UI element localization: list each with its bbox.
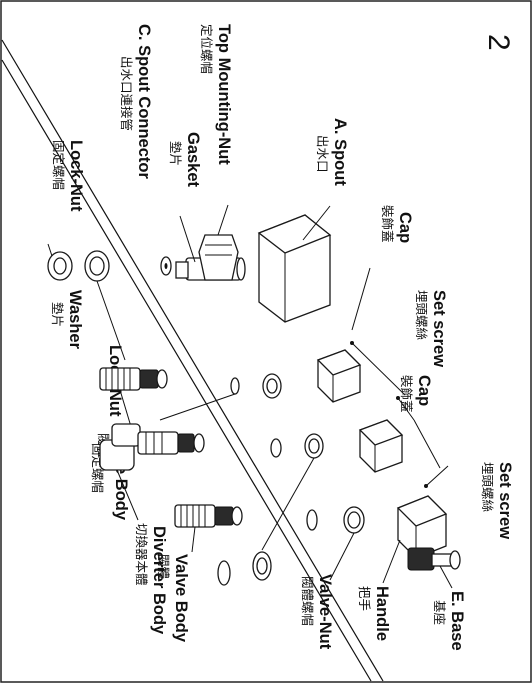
valve-body-2-part	[174, 504, 243, 553]
svg-text:切換器本體: 切換器本體	[134, 523, 149, 586]
spout-part	[257, 205, 332, 323]
svg-text:墊片: 墊片	[168, 141, 183, 166]
label-valve-body-2: Valve Body 閥體	[156, 554, 190, 643]
cap-cube-1	[316, 349, 362, 403]
svg-text:Valve Body: Valve Body	[172, 554, 190, 643]
svg-text:定位螺帽: 定位螺帽	[199, 24, 214, 74]
svg-text:C. Spout Connector: C. Spout Connector	[135, 24, 153, 179]
cap-cube-2	[358, 419, 404, 473]
svg-text:Diverter Body: Diverter Body	[150, 526, 168, 635]
svg-text:基座: 基座	[432, 600, 447, 625]
label-set-screw-1: Set screw 埋頭螺絲	[414, 290, 448, 367]
small-rings-row-2	[270, 433, 324, 459]
diverter-body-part	[99, 423, 205, 521]
label-cap-2: Cap 裝飾蓋	[399, 375, 433, 413]
svg-text:閥體螺帽: 閥體螺帽	[300, 576, 315, 626]
page-number: 2	[482, 34, 515, 51]
base-part	[407, 547, 461, 589]
svg-text:Set screw: Set screw	[496, 462, 514, 539]
label-set-screw-2: Set screw 埋頭螺絲	[480, 462, 514, 539]
svg-text:A. Spout: A. Spout	[331, 118, 349, 186]
svg-text:出水口連接管: 出水口連接管	[119, 56, 134, 131]
svg-text:出水口: 出水口	[315, 135, 330, 173]
small-rings-row-3	[306, 506, 365, 534]
label-spout: A. Spout 出水口	[315, 118, 349, 186]
svg-text:裝飾蓋: 裝飾蓋	[399, 375, 414, 413]
label-valve-nut: Valve-Nut 閥體螺帽	[300, 574, 334, 650]
svg-text:把手: 把手	[357, 586, 372, 611]
svg-text:E. Base: E. Base	[448, 591, 466, 651]
svg-text:閥體: 閥體	[156, 554, 171, 579]
svg-text:固定螺帽: 固定螺帽	[51, 140, 66, 190]
lock-nut-ring-1	[47, 243, 73, 281]
label-washer: Washer 墊片	[50, 290, 84, 350]
misc-leaders	[159, 393, 355, 581]
label-diverter-body: Diverter Body 切換器本體	[134, 523, 168, 635]
label-base: E. Base 基座	[432, 591, 466, 651]
svg-text:Lock-Nut: Lock-Nut	[67, 140, 85, 212]
svg-text:Handle: Handle	[373, 586, 391, 641]
valve-body-1-part	[99, 367, 168, 431]
svg-text:墊片: 墊片	[50, 302, 65, 327]
svg-text:Cap: Cap	[396, 212, 414, 243]
label-lock-nut-1: Lock-Nut 固定螺帽	[51, 140, 85, 212]
counter-edge-line-2	[1, 59, 372, 682]
counter-edge-line	[1, 39, 384, 682]
gasket-part	[160, 256, 172, 276]
washer-ring	[84, 250, 126, 361]
svg-text:Cap: Cap	[415, 375, 433, 406]
label-top-mounting-nut: Top Mounting-Nut 定位螺帽	[199, 24, 233, 165]
svg-text:埋頭螺絲: 埋頭螺絲	[480, 462, 495, 513]
svg-text:Set screw: Set screw	[430, 290, 448, 367]
label-gasket: Gasket 墊片	[168, 132, 202, 188]
set-screw-leaders	[350, 267, 449, 488]
svg-text:Washer: Washer	[66, 290, 84, 350]
label-spout-connector: C. Spout Connector 出水口連接管	[119, 24, 153, 179]
svg-text:埋頭螺絲: 埋頭螺絲	[414, 290, 429, 341]
valve-nut-rings	[217, 551, 272, 586]
svg-text:Gasket: Gasket	[184, 132, 202, 188]
svg-text:裝飾蓋: 裝飾蓋	[380, 205, 395, 243]
spout-connector-part	[175, 204, 246, 281]
label-cap-1: Cap 裝飾蓋	[380, 205, 414, 243]
svg-text:Top Mounting-Nut: Top Mounting-Nut	[215, 24, 233, 165]
label-handle: Handle 把手	[357, 586, 391, 641]
svg-text:Valve-Nut: Valve-Nut	[316, 574, 334, 650]
small-rings-row-1	[230, 373, 282, 399]
handle-part	[382, 495, 448, 584]
